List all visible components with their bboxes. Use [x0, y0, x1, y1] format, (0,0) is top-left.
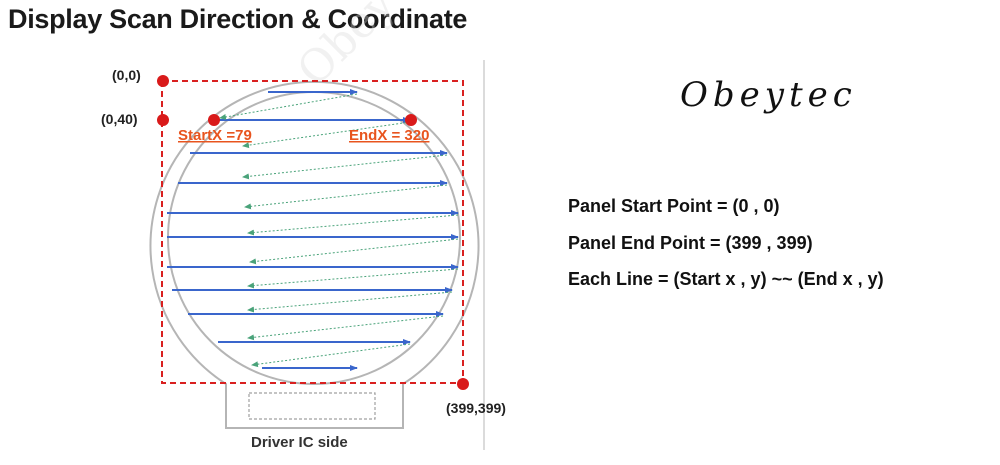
scan-arrows — [167, 89, 459, 371]
panel-outer-outline — [149, 80, 480, 429]
end-point-label: (399,399) — [446, 400, 506, 416]
end-point — [457, 378, 469, 390]
return-arrow — [242, 154, 448, 180]
each-line-text: Each Line = (Start x , y) ~~ (End x , y) — [568, 269, 884, 289]
row40-point — [157, 114, 169, 126]
return-arrow — [219, 93, 358, 120]
return-arrow — [247, 291, 453, 313]
origin-point — [157, 75, 169, 87]
end-x-label: EndX = 320 — [349, 127, 429, 144]
return-arrow — [242, 121, 411, 149]
row40-label: (0,40) — [101, 111, 138, 127]
return-arrow — [247, 315, 444, 341]
page-title: Display Scan Direction & Coordinate — [8, 4, 468, 34]
return-arrow — [244, 184, 448, 210]
coordinate-info: Panel Start Point = (0 , 0) Panel End Po… — [568, 188, 884, 298]
driver-ic-area — [248, 392, 376, 420]
panel-start-point-text: Panel Start Point = (0 , 0) — [568, 196, 780, 216]
origin-label: (0,0) — [112, 67, 141, 83]
return-arrow — [251, 343, 411, 368]
scan-diagram: Obey (0,0) (0, — [101, 0, 506, 451]
return-arrow — [247, 214, 459, 236]
return-arrow — [249, 238, 459, 265]
driver-ic-label: Driver IC side — [251, 434, 348, 451]
brand-logo: Obeytec — [680, 75, 857, 115]
start-x-label: StartX =79 — [178, 127, 252, 144]
start-x-point — [208, 114, 220, 126]
return-arrow — [247, 268, 459, 289]
panel-end-point-text: Panel End Point = (399 , 399) — [568, 232, 813, 253]
panel-frame — [161, 80, 464, 384]
return-arrows — [219, 93, 459, 368]
end-x-point — [405, 114, 417, 126]
